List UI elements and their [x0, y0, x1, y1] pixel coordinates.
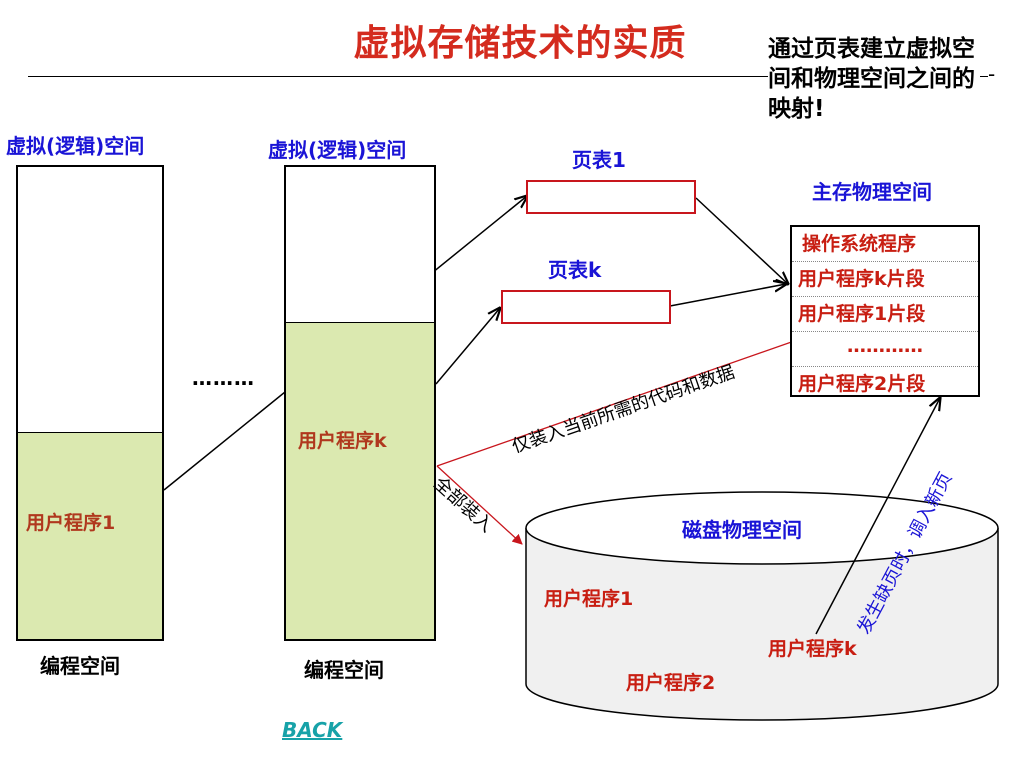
arrow-partial-load: [436, 330, 821, 467]
disk-item-program-k: 用户程序k: [768, 638, 857, 660]
left-programming-space-label: 编程空间: [40, 654, 120, 678]
back-link[interactable]: BACK: [282, 718, 343, 742]
memory-row-program-1: 用户程序1片段: [792, 297, 978, 332]
disk-cylinder: [525, 491, 999, 721]
mid-virtual-space-label: 虚拟(逻辑)空间: [268, 138, 407, 162]
left-virtual-space-label: 虚拟(逻辑)空间: [6, 134, 145, 158]
column-ellipsis: ………: [192, 366, 255, 390]
page-table-1: [526, 180, 696, 214]
main-memory-box: 操作系统程序 用户程序k片段 用户程序1片段 ………… 用户程序2片段: [790, 225, 980, 397]
page-title: 虚拟存储技术的实质: [353, 23, 687, 64]
mid-programming-space-label: 编程空间: [304, 658, 384, 682]
arrow-page-fault: [815, 398, 940, 635]
main-memory-title: 主存物理空间: [812, 180, 932, 204]
memory-row-os: 操作系统程序: [792, 227, 978, 262]
arrow-full-load: [436, 465, 523, 545]
arrow-pagetablek-to-memory: [669, 284, 786, 307]
disk-title: 磁盘物理空间: [682, 518, 802, 542]
left-virtual-space-column: [16, 165, 164, 641]
disk-item-program-2: 用户程序2: [626, 672, 716, 694]
mapping-callout: 通过页表建立虚拟空间和物理空间之间的映射!: [768, 34, 980, 124]
arrow-programk-to-pagetablek: [435, 308, 500, 385]
left-program-label: 用户程序1: [26, 512, 116, 534]
title-divider: [28, 76, 988, 77]
page-table-k: [501, 290, 671, 324]
memory-row-program-k: 用户程序k片段: [792, 262, 978, 297]
dash-mark: -: [988, 62, 996, 86]
memory-row-ellipsis: …………: [792, 332, 978, 367]
mid-program-label: 用户程序k: [298, 430, 387, 452]
mid-program-region: [286, 322, 434, 639]
left-program-region: [18, 432, 162, 639]
disk-item-program-1: 用户程序1: [544, 588, 634, 610]
arrow-pagetable1-to-memory: [695, 197, 788, 284]
mid-virtual-space-column: [284, 165, 436, 641]
page-table-1-label: 页表1: [572, 148, 626, 172]
page-table-k-label: 页表k: [548, 258, 602, 282]
memory-row-program-2: 用户程序2片段: [798, 373, 926, 395]
